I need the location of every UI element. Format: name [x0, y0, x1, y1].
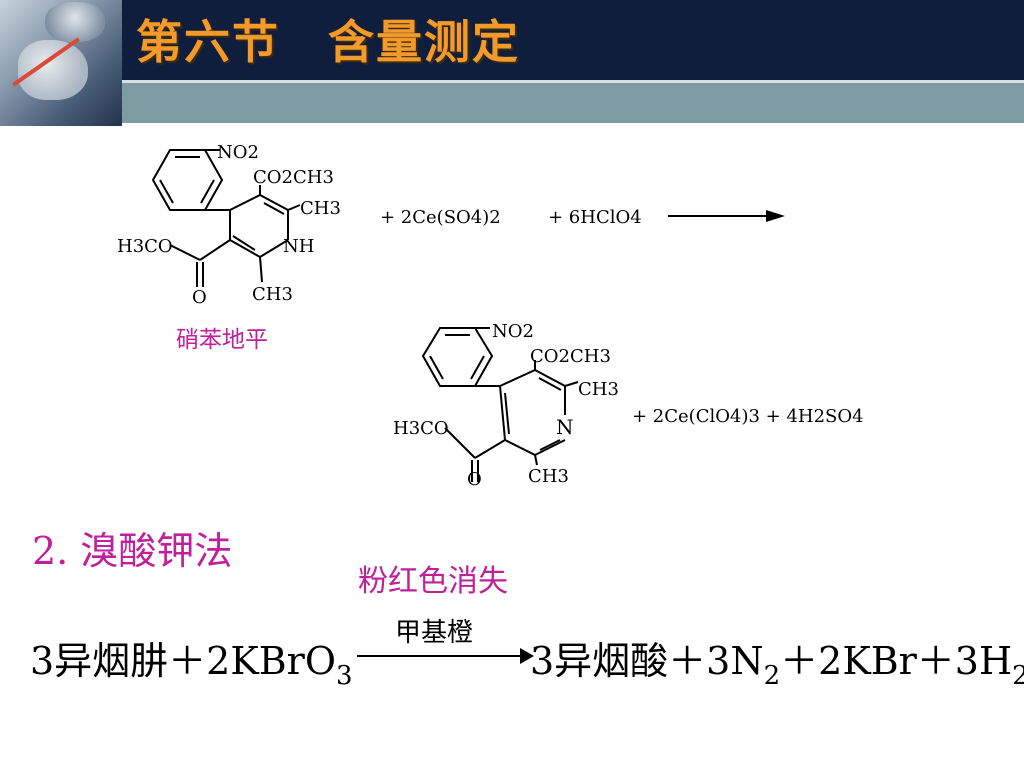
reactant-benzene-ring	[151, 149, 224, 211]
product-o-label: O	[467, 469, 482, 490]
product-h3co-label: H3CO	[393, 418, 449, 439]
product-no2-label: NO2	[492, 321, 534, 342]
product-ch3-bottom-label: CH3	[528, 466, 569, 487]
reagent-ce-so4: + 2Ce(SO4)2	[380, 207, 501, 228]
reactant-dihydropyridine	[169, 149, 301, 287]
equation-left: 3异烟肼＋2KBrO3	[30, 630, 353, 691]
header-bar	[0, 0, 1024, 80]
equation-right-b-sub: 2	[1012, 661, 1024, 691]
equation-arrowhead	[520, 648, 534, 664]
reaction-condition: 甲基橙	[395, 618, 474, 648]
reagent-hclo4: + 6HClO4	[548, 207, 642, 228]
equation-right-a-sub: 2	[763, 661, 781, 691]
header-photo	[0, 0, 122, 126]
photo-face	[45, 2, 105, 42]
equation-left-sub: 3	[336, 661, 353, 691]
equation-arrow-line	[357, 655, 527, 657]
equation-left-text: 3异烟肼＋2KBrO	[30, 639, 336, 683]
header-band	[122, 83, 1024, 123]
reactant-ch3-bottom-label: CH3	[252, 284, 293, 305]
section-heading: 2. 溴酸钾法	[32, 529, 233, 573]
product-byproducts: + 2Ce(ClO4)3 + 4H2SO4	[632, 406, 864, 427]
product-pyridine-ring	[444, 327, 579, 482]
equation-right: 3异烟酸＋3N2＋2KBr＋3H2O	[530, 630, 1024, 691]
reactant-co2ch3-label: CO2CH3	[253, 167, 334, 188]
endpoint-note: 粉红色消失	[358, 564, 508, 599]
equation-right-b: ＋2KBr＋3H	[780, 639, 1013, 683]
product-benzene-ring	[421, 327, 494, 387]
reactant-h3co-label: H3CO	[117, 236, 173, 257]
product-n-label: N	[556, 415, 574, 439]
product-co2ch3-label: CO2CH3	[530, 346, 611, 367]
header-divider	[122, 80, 1024, 83]
reactant-nh-label: NH	[283, 236, 314, 257]
reaction-arrowhead	[766, 210, 785, 222]
equation-right-a: 3异烟酸＋3N	[530, 639, 764, 683]
page-title: 第六节 含量测定	[136, 15, 520, 69]
reactant-no2-label: NO2	[217, 142, 259, 163]
drug-name-label: 硝苯地平	[176, 327, 268, 353]
reactant-ch3-top-label: CH3	[300, 198, 341, 219]
product-ch3-top-label: CH3	[578, 379, 619, 400]
reactant-o-label: O	[192, 287, 207, 308]
